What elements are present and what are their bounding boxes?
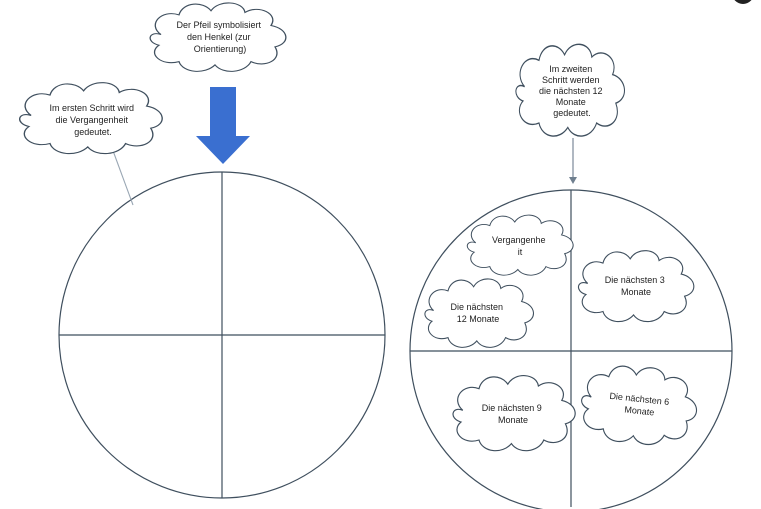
step2-pointer-arrowhead-icon <box>569 177 577 184</box>
arrow-callout-cloud <box>149 2 287 72</box>
cloud-next-9-months <box>452 375 576 452</box>
cloud-next-12-months <box>424 278 534 348</box>
cloud-vergangenheit <box>466 214 574 276</box>
cloud-next-12-months-text: Die nächsten 12 Monate <box>450 302 505 324</box>
cloud-vergangenheit-text: Vergangenhe it <box>492 235 548 257</box>
cloud-next-9-months-text: Die nächsten 9 Monate <box>482 403 545 425</box>
step1-callout-text: Im ersten Schritt wird die Vergangenheit… <box>49 103 136 137</box>
corner-artifact <box>732 0 754 4</box>
step1-callout-cloud <box>19 82 163 155</box>
down-arrow-icon <box>196 87 250 164</box>
step2-callout-text: Im zweiten Schritt werden die nächsten 1… <box>539 64 605 118</box>
step1-connector-line <box>111 147 134 206</box>
cloud-next-6-months <box>581 365 698 446</box>
cloud-next-3-months-text: Die nächsten 3 Monate <box>605 275 668 297</box>
step2-callout-cloud <box>515 43 625 137</box>
arrow-callout-text: Der Pfeil symbolisiert den Henkel (zur O… <box>176 20 263 54</box>
cloud-next-3-months <box>578 250 695 323</box>
